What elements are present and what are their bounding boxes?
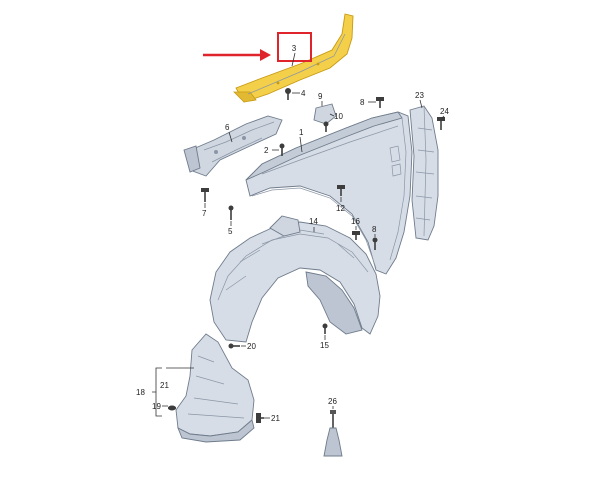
part-6-web [203,121,275,163]
bolt-8-icon[interactable] [376,97,384,108]
callout-3-leader [291,52,296,67]
part-9-clip[interactable] [313,103,337,125]
part-23-edge [423,105,427,237]
part-3-hole [276,81,280,85]
callout-6-leader [228,131,233,143]
part-1-top-edge [245,111,403,181]
part-6-tab [183,145,201,173]
part-14-inner-shadow [305,271,363,335]
callout-10-leader [329,113,335,117]
part-21-lower-liner[interactable] [175,333,255,443]
part-14-edge [217,233,369,301]
callout-7[interactable]: 7 [202,209,207,218]
callout-8[interactable]: 8 [360,98,365,107]
part-3-body [235,13,354,103]
callout-12[interactable]: 12 [336,204,345,213]
bolt-2a-icon[interactable] [279,143,285,157]
fastener-19-icon[interactable] [168,405,176,411]
part-1-emblem-cutout [389,145,402,177]
callout-8b[interactable]: 8 [372,225,377,234]
red-selection-box-icon [277,32,312,62]
callout-14[interactable]: 14 [309,217,318,226]
callout-24-leader [441,115,445,119]
callout-21b[interactable]: 21 [271,414,280,423]
callout-6[interactable]: 6 [225,123,230,132]
bolt-8b-icon[interactable] [372,237,378,251]
part-1-rear-edge [389,117,407,261]
callout-1-leader [299,136,303,153]
part-3-hole-2 [316,62,320,66]
bolt-12-icon[interactable] [337,185,345,196]
part-6-hole-1 [214,150,218,154]
part-6-bracket[interactable] [183,115,283,177]
callout-2a[interactable]: 2 [264,146,269,155]
callout-3[interactable]: 3 [292,44,297,53]
callout-9[interactable]: 9 [318,92,323,101]
callout-26[interactable]: 26 [328,397,337,406]
part-10-fastener-icon[interactable] [323,121,329,133]
part-6-body [185,115,283,177]
bolt-20-icon[interactable] [228,343,241,349]
part-23-seal[interactable] [409,105,439,241]
part-21-base [177,419,255,443]
bolt-4-icon[interactable] [285,88,291,100]
part-26-head [323,427,343,457]
callout-4[interactable]: 4 [301,89,306,98]
callout-16[interactable]: 16 [351,217,360,226]
bolt-5-icon[interactable] [228,205,234,221]
fastener-21-icon[interactable] [256,413,264,423]
part-26-cap [330,410,336,414]
part-6-hole-2 [242,136,246,140]
callout-23-leader [419,99,423,109]
callout-5[interactable]: 5 [228,227,233,236]
bolt-15-icon[interactable] [322,323,328,335]
part-1-fender[interactable] [245,111,413,275]
part-26-clip[interactable] [323,410,343,457]
callout-15[interactable]: 15 [320,341,329,350]
bolt-24-icon[interactable] [437,117,445,130]
callout-21a[interactable]: 21 [160,381,169,390]
callout-24[interactable]: 24 [440,107,449,116]
part-21-ribs [187,355,245,419]
part-9-body [313,103,337,125]
callout-23[interactable]: 23 [415,91,424,100]
callout-1[interactable]: 1 [299,128,304,137]
callout-18[interactable]: 18 [136,388,145,397]
part-14-wheel-liner[interactable] [209,215,381,343]
part-1-crease [261,125,399,175]
bolt-16-icon[interactable] [352,231,360,240]
red-arrow-icon [203,49,271,61]
callout-19[interactable]: 19 [152,402,161,411]
part-3-flange [233,91,257,103]
callout-20[interactable]: 20 [247,342,256,351]
part-21-body [175,333,255,437]
part-1-wheel-arch-lip [251,187,377,269]
bolt-7-icon[interactable] [201,188,209,202]
callout-10[interactable]: 10 [334,112,343,121]
part-14-top-flap [269,215,301,237]
bracket-18-21 [152,367,162,417]
